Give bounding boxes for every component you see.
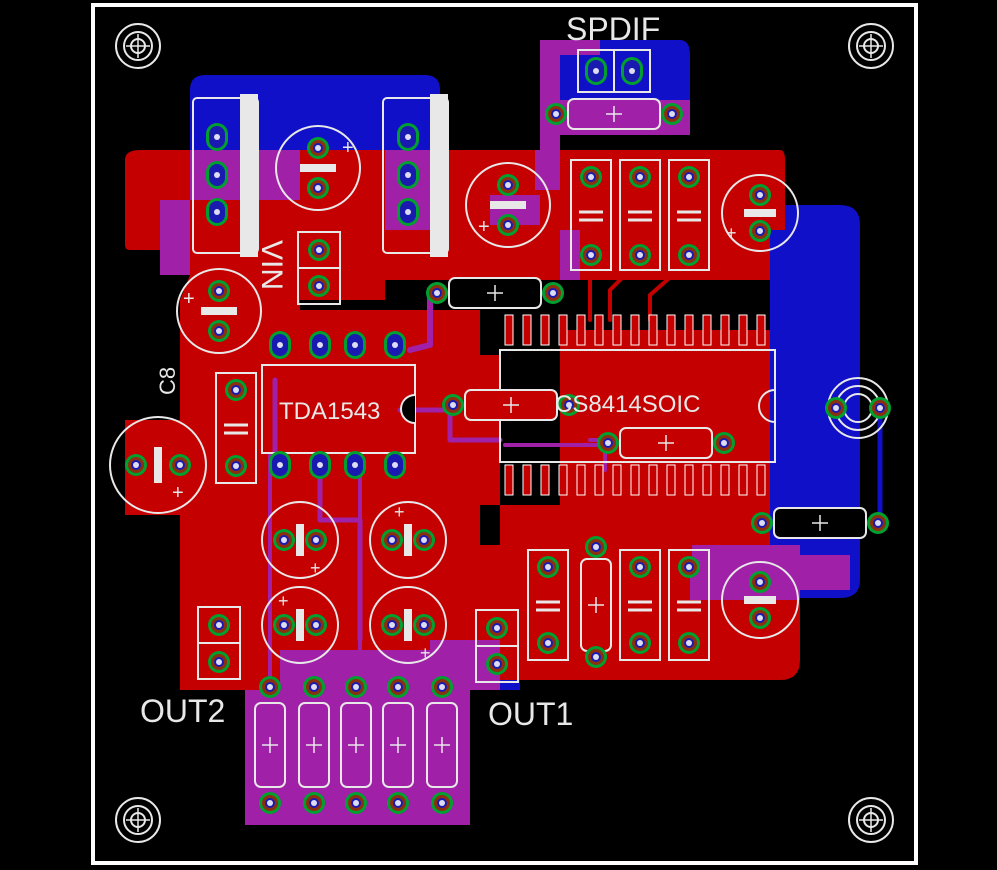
- svg-text:+: +: [726, 223, 737, 243]
- svg-text:+: +: [478, 216, 490, 238]
- svg-text:+: +: [394, 502, 405, 522]
- output-resistors: [254, 676, 458, 814]
- label-tda1543: TDA1543: [279, 398, 380, 425]
- svg-text:+: +: [183, 288, 195, 310]
- label-c8: C8: [155, 367, 180, 395]
- out1-connector: [475, 609, 519, 683]
- svg-text:+: +: [420, 643, 431, 663]
- voltage-regulator-2: [382, 94, 449, 257]
- svg-text:+: +: [342, 137, 354, 159]
- inductor-coil-icon: [825, 377, 891, 439]
- label-out1: OUT1: [488, 696, 573, 732]
- label-spdif: SPDIF: [566, 11, 660, 47]
- svg-text:+: +: [172, 482, 184, 504]
- label-cs8414soic: CS8414SOIC: [555, 391, 700, 418]
- voltage-regulator-1: [192, 94, 259, 257]
- label-out2: OUT2: [140, 693, 225, 729]
- label-vin: VIN: [255, 240, 288, 290]
- svg-text:+: +: [278, 591, 289, 611]
- spdif-connector: [577, 49, 651, 93]
- resistors: [426, 98, 889, 668]
- svg-text:+: +: [310, 558, 321, 578]
- electrolytic-capacitors: + + + + + + + + +: [109, 125, 799, 664]
- vin-connector: [297, 231, 341, 305]
- out2-connector: [197, 606, 241, 680]
- cs8414-smd-pads: [504, 314, 766, 496]
- ceramic-capacitors: [215, 159, 710, 661]
